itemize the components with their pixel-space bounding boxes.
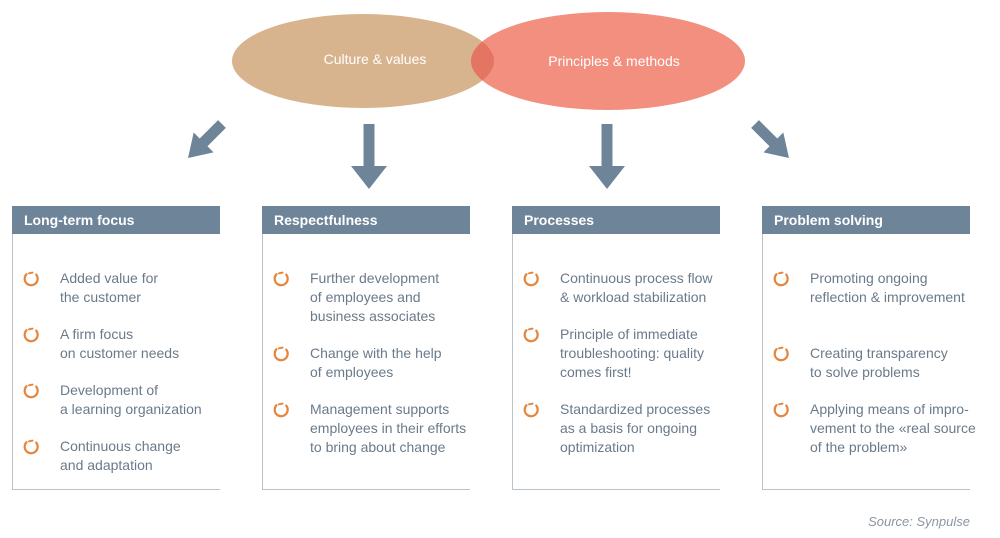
principles-methods-label: Principles & methods [548,53,680,69]
arrow-respectfulness [351,124,387,189]
swirl-bullet-icon [523,271,539,287]
swirl-bullet-icon [23,271,39,287]
column-header: Respectfulness [262,206,470,234]
arrow-processes [589,124,625,189]
column-header: Processes [512,206,720,234]
swirl-bullet-icon [273,402,289,418]
principles-methods-ellipse [471,12,745,110]
culture-values-label: Culture & values [323,51,427,67]
swirl-bullet-icon [773,346,789,362]
swirl-bullet-icon [23,327,39,343]
swirl-bullet-icon [523,402,539,418]
swirl-bullet-icon [523,327,539,343]
item-text: Applying means of impro-vement to the «r… [810,401,976,455]
swirl-bullet-icon [23,439,39,455]
arrow-long-term-focus [188,120,226,158]
item-text: Continuous process flow& workload stabil… [560,270,713,305]
swirl-bullet-icon [773,402,789,418]
swirl-bullet-icon [773,271,789,287]
column-header: Long-term focus [12,206,220,234]
arrow-problem-solving [751,120,789,158]
column-processes: Processes Continuous process flow& workl… [512,206,720,490]
swirl-bullet-icon [273,346,289,362]
column-header: Problem solving [762,206,970,234]
culture-values-ellipse [232,14,494,108]
source-caption: Source: Synpulse [868,514,970,529]
swirl-bullet-icon [23,383,39,399]
swirl-bullet-icon [273,271,289,287]
